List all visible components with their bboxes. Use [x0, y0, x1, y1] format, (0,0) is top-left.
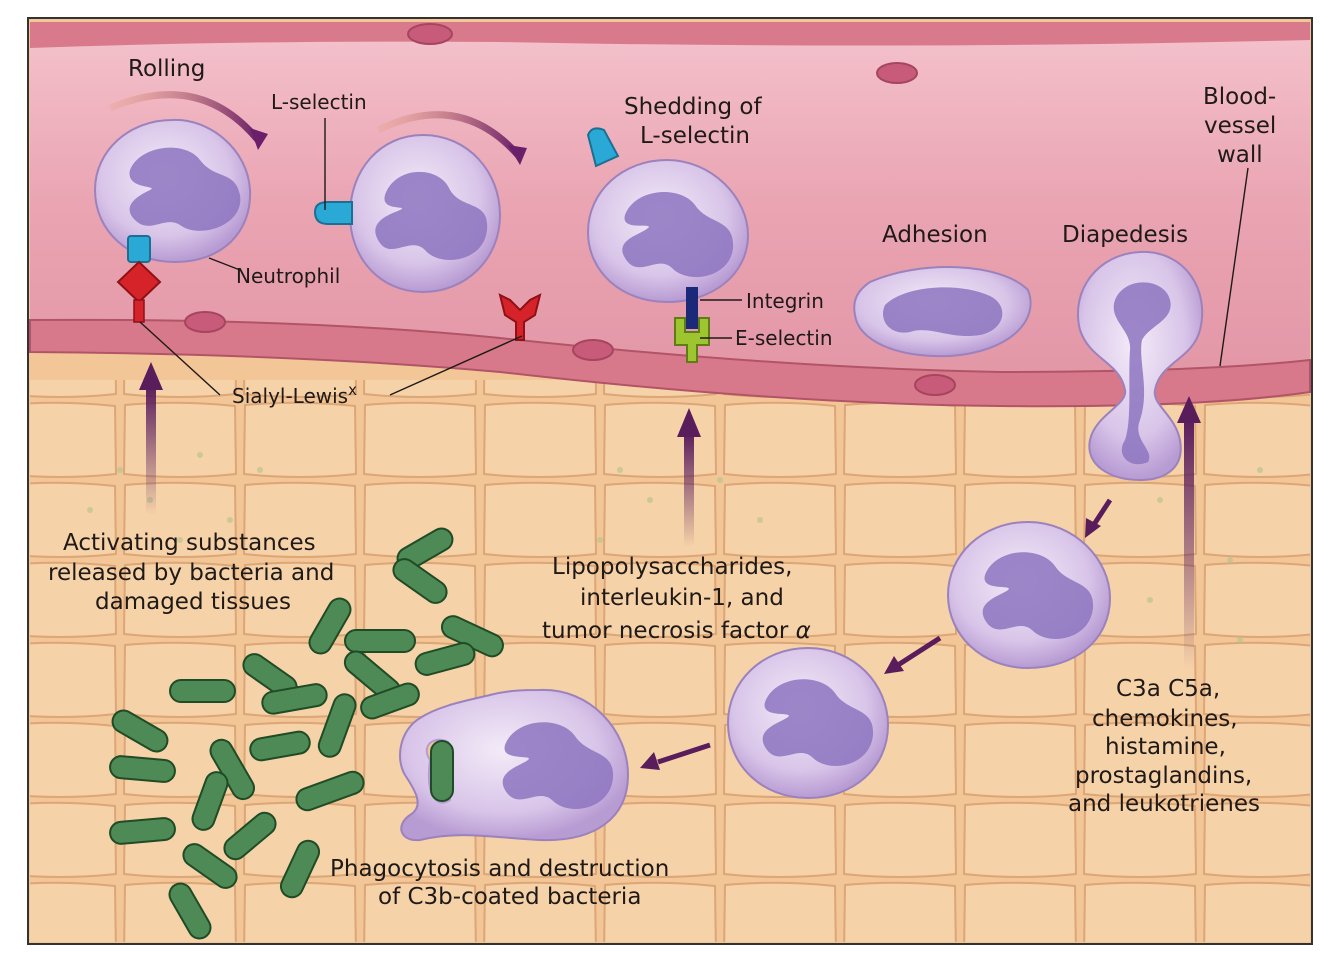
signal-arrows: [139, 362, 1201, 670]
neutrophil-cell-3: [586, 158, 750, 304]
label-l-selectin: L-selectin: [271, 90, 367, 114]
migration-arrows: [640, 498, 1113, 770]
label-c3a-4: prostaglandins,: [1075, 763, 1252, 789]
label-c3a-3: histamine,: [1105, 734, 1226, 760]
label-lps-1: Lipopolysaccharides,: [552, 554, 792, 580]
neutrophil-phagocytosis: [399, 688, 630, 842]
neutrophil-adhesion: [853, 266, 1032, 358]
label-rolling: Rolling: [128, 56, 205, 82]
label-c3a-2: chemokines,: [1092, 706, 1238, 732]
vessel-wall-bottom: [29, 318, 1311, 408]
label-shedding-2: L-selectin: [640, 123, 750, 149]
sialyl-lewis-ligands: [116, 260, 542, 341]
endothelial-nuclei: [184, 23, 956, 396]
label-shedding-1: Shedding of: [624, 94, 762, 120]
label-c3a-5: and leukotrienes: [1068, 791, 1260, 817]
label-blood-vessel-1: Blood-: [1203, 84, 1276, 110]
label-activating-2: released by bacteria and: [48, 560, 334, 586]
label-c3a-1: C3a C5a,: [1116, 676, 1220, 702]
neutrophil-migrating-1: [946, 520, 1112, 670]
label-lps-2: interleukin-1, and: [580, 585, 784, 611]
rolling-arc-1-head: [250, 128, 268, 150]
label-neutrophil: Neutrophil: [236, 264, 340, 288]
leader-lines: [139, 118, 1249, 396]
neutrophil-cell-2: [348, 133, 502, 294]
bacteria-cluster: [109, 527, 504, 940]
label-activating-3: damaged tissues: [95, 589, 291, 615]
integrin-e-selectin: [674, 287, 710, 363]
neutrophil-cell-1: [93, 118, 252, 264]
rolling-arc-1: [108, 91, 261, 143]
label-diapedesis: Diapedesis: [1062, 222, 1188, 248]
label-phago-2: of C3b-coated bacteria: [378, 884, 641, 910]
rolling-arc-2: [376, 111, 521, 158]
label-phago-1: Phagocytosis and destruction: [330, 856, 669, 882]
neutrophil-migrating-2: [726, 646, 890, 800]
rolling-arc-2-head: [508, 145, 527, 165]
label-adhesion: Adhesion: [882, 222, 988, 248]
neutrophil-diapedesis: [1077, 250, 1204, 482]
label-blood-vessel-2: vessel: [1204, 113, 1276, 139]
label-integrin: Integrin: [746, 289, 824, 313]
vessel-wall-top: [30, 22, 1310, 48]
label-sialyl-lewis: Sialyl-Lewisx: [232, 381, 357, 408]
label-activating-1: Activating substances: [63, 530, 316, 556]
label-e-selectin: E-selectin: [735, 326, 833, 350]
label-blood-vessel-3: wall: [1217, 142, 1263, 168]
label-lps-3: tumor necrosis factor α: [542, 618, 811, 644]
